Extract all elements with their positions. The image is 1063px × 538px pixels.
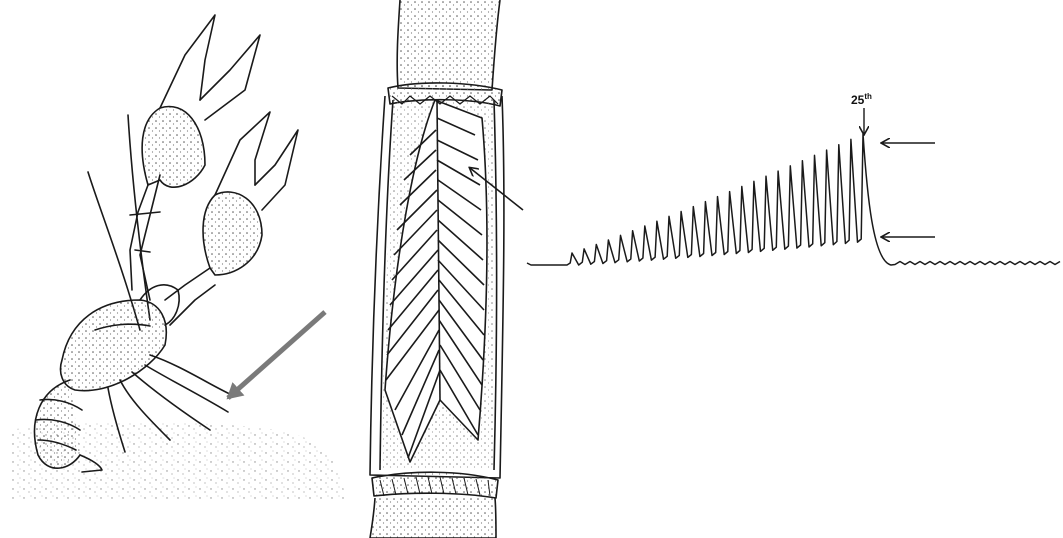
opened-leg-segment-drawing-icon: [370, 0, 504, 538]
crayfish-panel: [10, 15, 345, 500]
crayfish-drawing-icon: [35, 15, 298, 472]
muscle-panel: [370, 0, 523, 538]
peak-label-number: 25: [851, 93, 865, 107]
trace-panel: 25th: [527, 92, 1060, 265]
peak-marker: 25th: [851, 92, 872, 134]
peak-label: 25th: [851, 92, 872, 107]
peak-label-suffix: th: [864, 92, 872, 101]
grey-arrow-icon: [228, 312, 325, 398]
tension-trace-icon: [527, 134, 1060, 265]
